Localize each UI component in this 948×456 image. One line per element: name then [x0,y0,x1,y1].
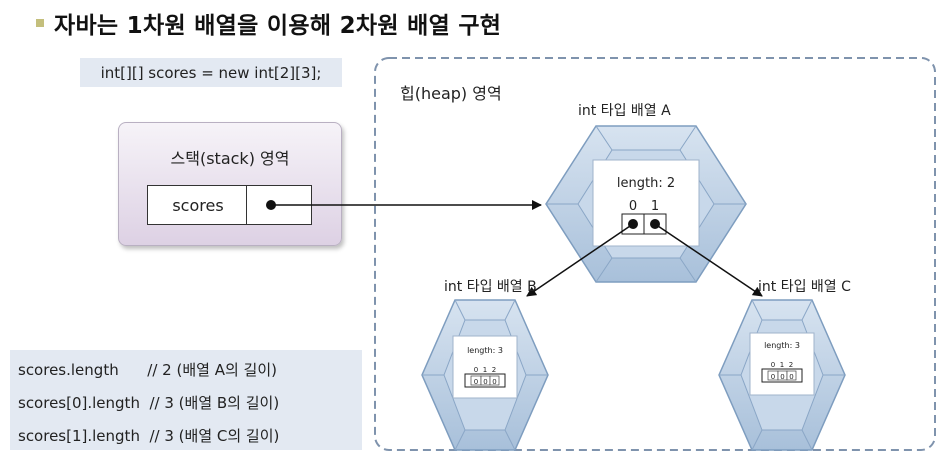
array-c-value-2: 0 [789,373,793,381]
info-line-scores-length: scores.length // 2 (배열 A의 길이) [18,361,277,379]
bullet-square-icon [36,19,44,27]
array-c-title: int 타입 배열 C [758,279,851,295]
array-b-index-0: 0 [474,366,478,374]
heap-region [374,57,936,451]
array-a-hexagon [545,125,747,283]
array-a-length: length: 2 [617,176,675,191]
array-b-index-2: 2 [492,366,496,374]
page-title: 자바는 1차원 배열을 이용해 2차원 배열 구현 [54,13,502,39]
array-c-index-0: 0 [771,361,775,369]
code-declaration: int[][] scores = new int[2][3]; [80,58,342,87]
arrow-a-to-c [654,223,763,297]
array-c-value-0: 0 [771,373,775,381]
array-a-index-0: 0 [629,199,637,214]
array-b-title: int 타입 배열 B [444,279,537,295]
array-b-value-0: 0 [474,378,478,386]
array-c-length: length: 3 [764,341,800,350]
array-b-index-1: 1 [483,366,487,374]
array-b-value-1: 0 [483,378,487,386]
heap-label: 힙(heap) 영역 [400,84,502,103]
array-c-index-1: 1 [780,361,784,369]
stack-label: 스택(stack) 영역 [170,149,290,168]
stack-area: 스택(stack) 영역 scores [118,122,342,246]
array-a-title: int 타입 배열 A [578,103,671,119]
info-line-scores1-length: scores[1].length // 3 (배열 C의 길이) [18,427,280,445]
array-a-index-1: 1 [651,199,659,214]
array-b-length: length: 3 [467,346,503,355]
array-c-value-1: 0 [780,373,784,381]
length-info-box: scores.length // 2 (배열 A의 길이) scores[0].… [10,350,362,450]
arrow-a-to-b [526,223,634,297]
array-c-index-2: 2 [789,361,793,369]
info-line-scores0-length: scores[0].length // 3 (배열 B의 길이) [18,394,280,412]
array-b-value-2: 0 [492,378,496,386]
title-row: 자바는 1차원 배열을 이용해 2차원 배열 구현 [36,6,501,40]
